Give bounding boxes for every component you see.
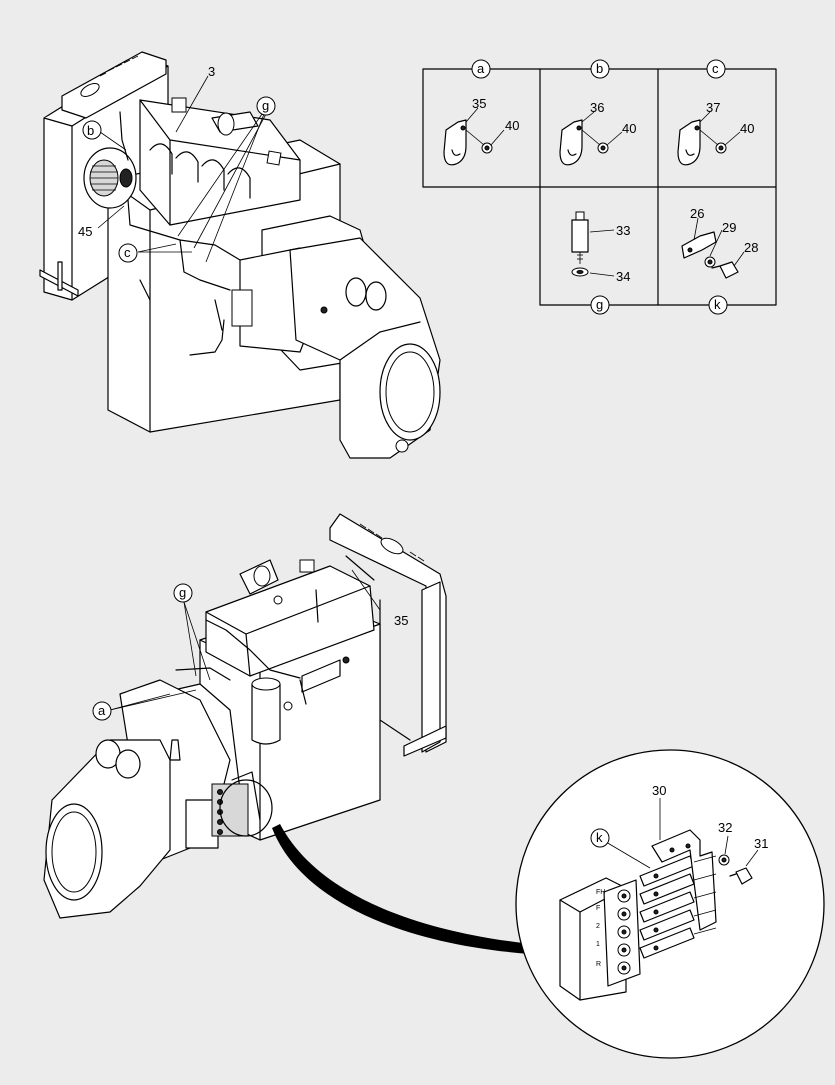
- washer-29: [704, 256, 716, 268]
- table-label-g: g: [596, 297, 603, 312]
- part-40-b: 40: [622, 121, 636, 136]
- callout-b-circle: [82, 120, 102, 140]
- callout-32: 32: [718, 820, 732, 835]
- callout-35-bottom: 35: [394, 613, 408, 628]
- top-alternator: [83, 147, 137, 209]
- bottom-engine-assembly: g 35 a: [43, 513, 447, 919]
- detail-view: FH F 2 1 R: [515, 749, 825, 1059]
- callout-30: 30: [652, 783, 666, 798]
- part-29: 29: [722, 220, 736, 235]
- clip-37: [677, 119, 701, 166]
- terminal-26: [681, 231, 717, 259]
- table-label-k: k: [714, 297, 721, 312]
- part-40-c: 40: [740, 121, 754, 136]
- part-35: 35: [472, 96, 486, 111]
- detail-terminals: [617, 889, 631, 975]
- table-label-b: b: [596, 61, 603, 76]
- callout-c-circle: [118, 243, 138, 263]
- top-valve-cover: [139, 97, 301, 226]
- clip-35: [443, 119, 467, 166]
- terminal-label-r: R: [596, 961, 601, 968]
- top-engine-assembly: 3 g b 45 c: [39, 51, 441, 459]
- bottom-generator: [43, 679, 241, 919]
- table-label-a: a: [477, 61, 485, 76]
- terminal-label-1: 1: [596, 941, 600, 948]
- screw-28: [711, 261, 739, 279]
- callout-3: 3: [208, 64, 215, 79]
- bottom-radiator: [329, 513, 447, 757]
- callout-31: 31: [754, 836, 768, 851]
- part-37: 37: [706, 100, 720, 115]
- callout-g-circle: [256, 96, 276, 116]
- callout-g-bottom: g: [179, 585, 186, 600]
- nut-40-a: [481, 142, 493, 154]
- standoff-33: [571, 211, 589, 264]
- parts-table: a 35 40 b 36 40 c: [422, 59, 777, 315]
- part-28: 28: [744, 240, 758, 255]
- part-33: 33: [616, 223, 630, 238]
- nut-40-b: [597, 142, 609, 154]
- screw-31: [729, 867, 753, 885]
- part-40-a: 40: [505, 118, 519, 133]
- callout-c: c: [124, 245, 131, 260]
- detail-sweep: [272, 824, 532, 954]
- callout-b: b: [87, 123, 94, 138]
- callout-a-bottom: a: [98, 703, 106, 718]
- nut-40-c: [715, 142, 727, 154]
- terminal-label-fh: FH: [596, 889, 605, 896]
- bottom-wiring-harness: [175, 555, 375, 705]
- part-36: 36: [590, 100, 604, 115]
- washer-34: [571, 267, 589, 277]
- callout-k-detail: k: [596, 830, 603, 845]
- terminal-label-2: 2: [596, 923, 600, 930]
- bottom-oil-filter: [251, 656, 350, 745]
- terminal-label-f: F: [596, 905, 600, 912]
- bottom-terminal-block: [185, 771, 261, 849]
- bracket-30: [651, 829, 717, 931]
- clip-36: [559, 119, 583, 166]
- callout-g: g: [262, 98, 269, 113]
- table-label-c: c: [712, 61, 719, 76]
- top-generator: [231, 215, 441, 459]
- washer-32: [718, 854, 730, 866]
- part-34: 34: [616, 269, 630, 284]
- callout-45: 45: [78, 224, 92, 239]
- part-26: 26: [690, 206, 704, 221]
